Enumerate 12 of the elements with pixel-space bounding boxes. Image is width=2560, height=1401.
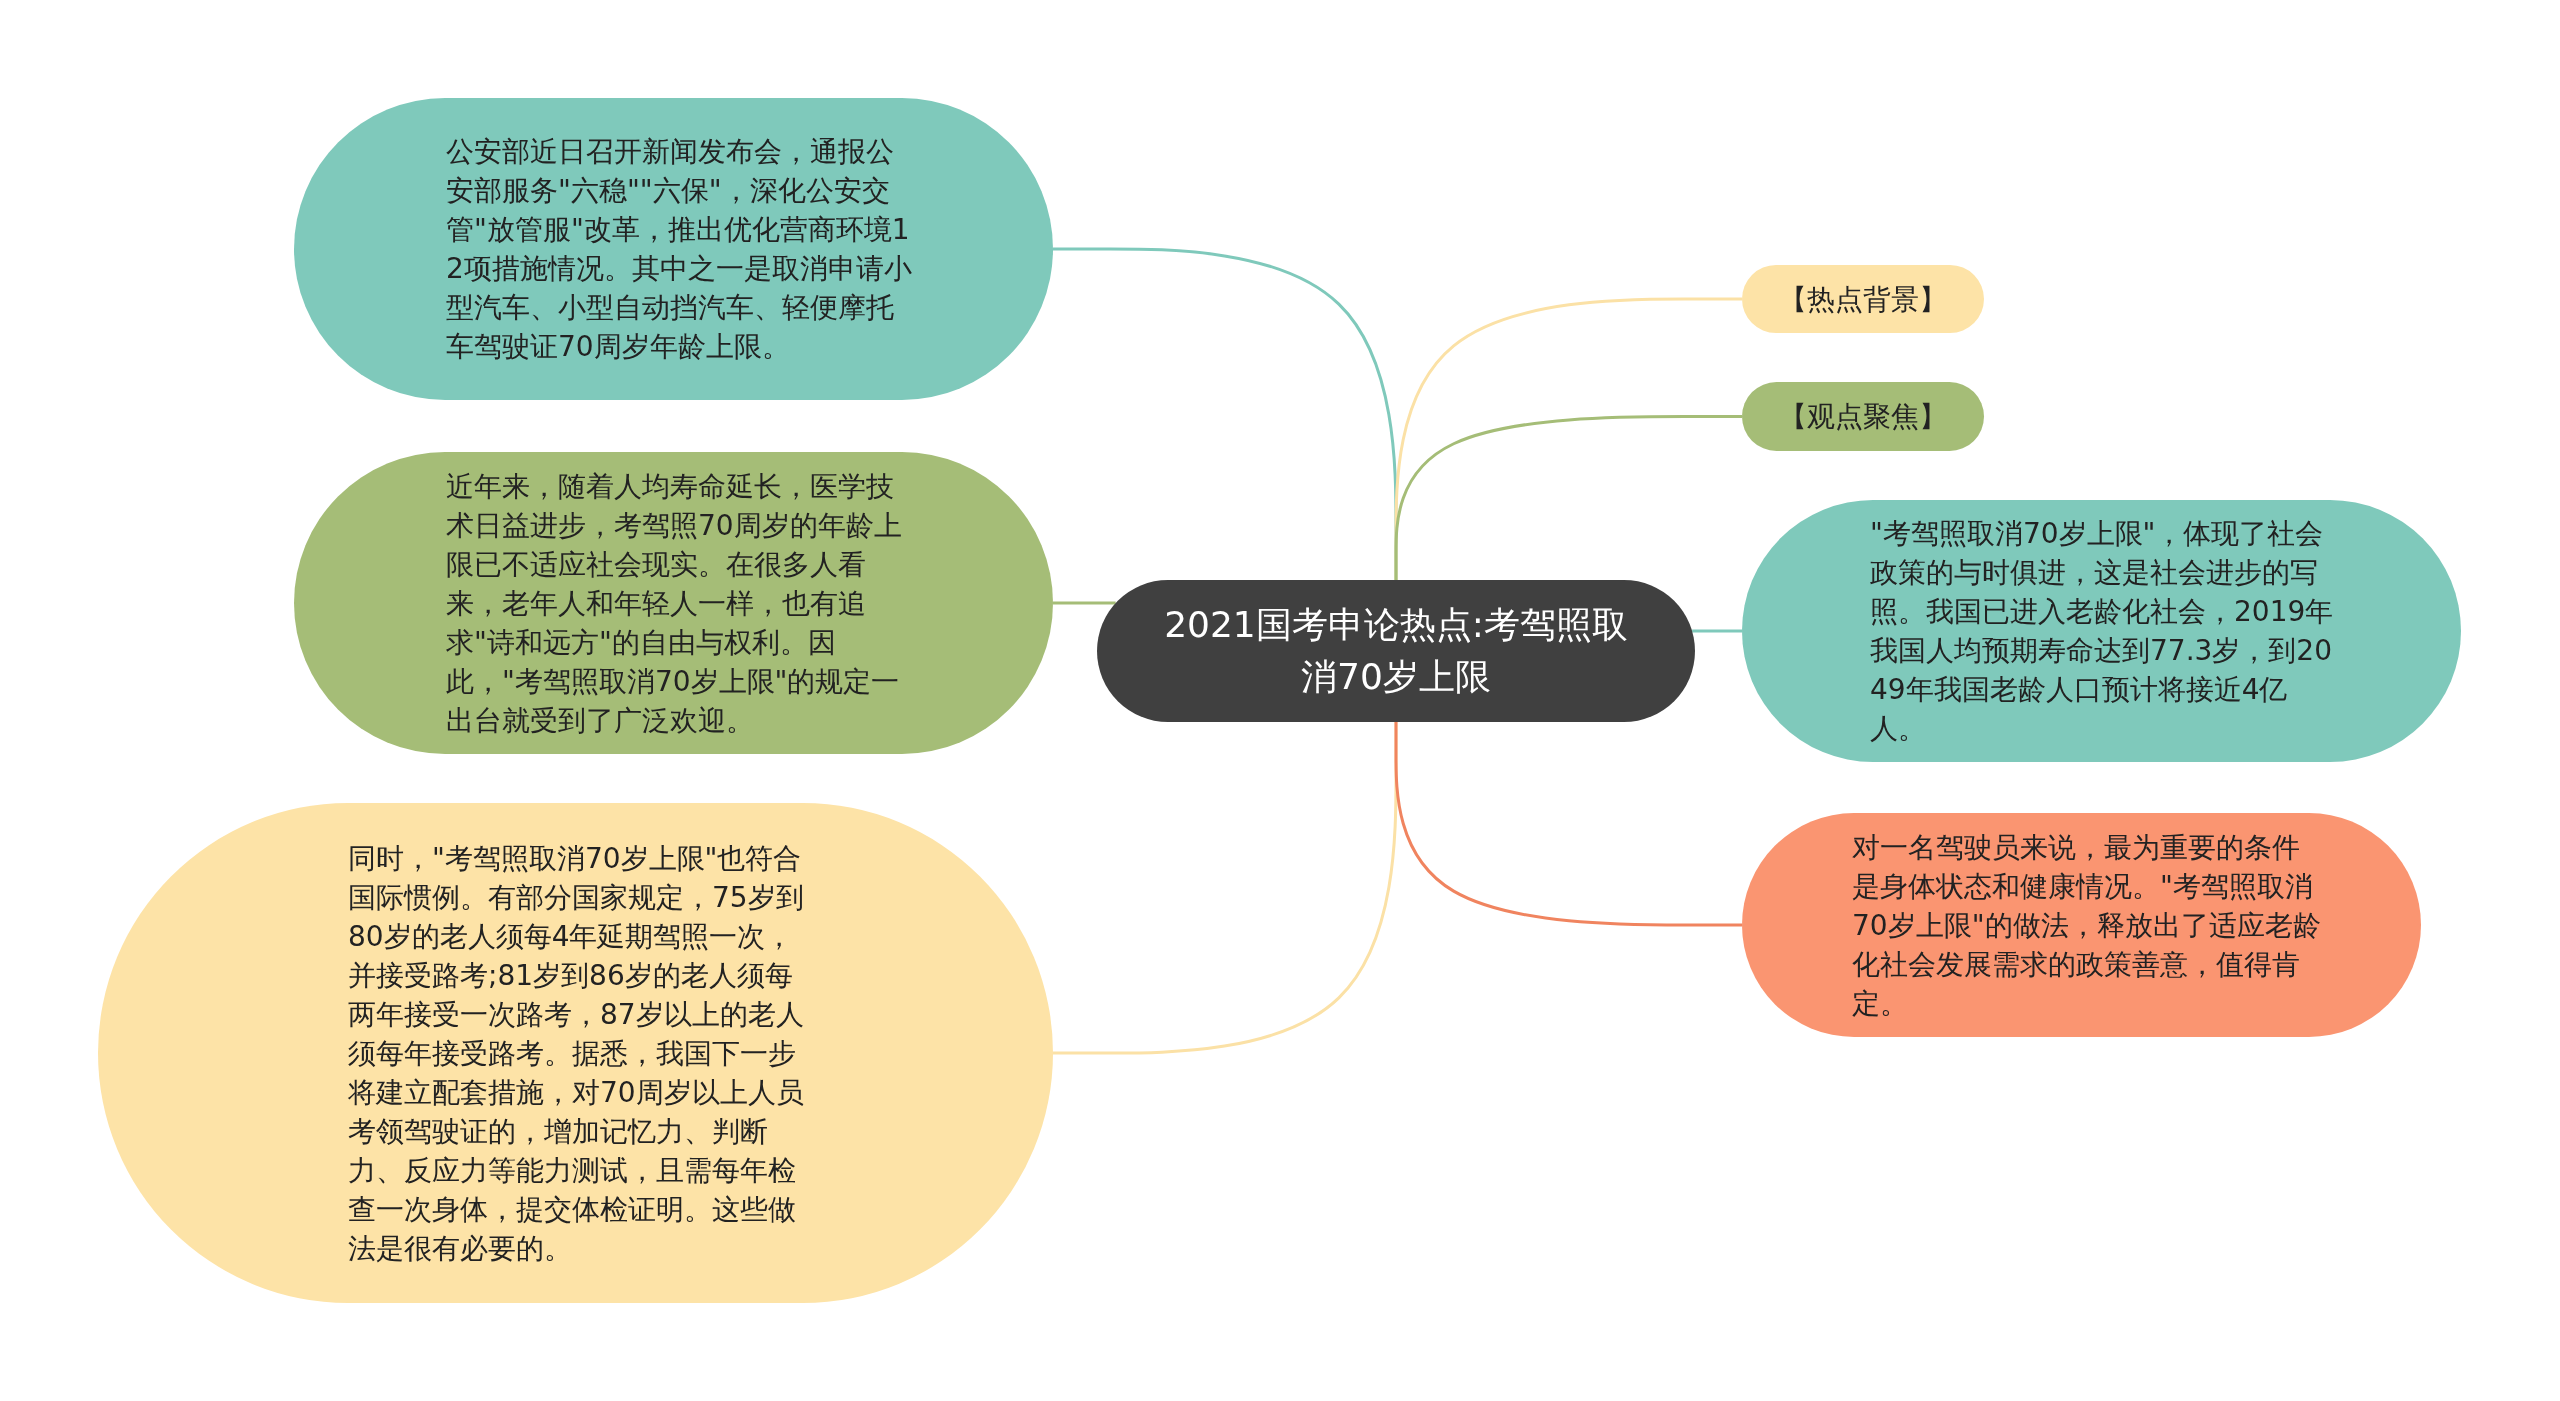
topic-text: 同时，"考驾照取消70岁上限"也符合国际惯例。有部分国家规定，75岁到80岁的老人须每4年延期驾照一次，并接受路考;81岁到86岁的老人须每两年接受一次路考，87岁以上的老人须每年接受路考。据悉，我国下一步将建立配套措施，对70周岁以上人员考领驾驶证的，增加记忆力、判断力、反应力等能力测试，且需每年检查一次身体，提交体检证明。这些做法是很有必要的。: [348, 840, 805, 1267]
topic-text: "考驾照取消70岁上限"，体现了社会政策的与时俱进，这是社会进步的写照。我国已进入老龄化社会，2019年我国人均预期寿命达到77.3岁，到2049年我国老龄人口预计将接近4亿人。: [1870, 516, 2335, 747]
topic-text: 【观点聚焦】: [1778, 399, 1948, 435]
connector-line: [1394, 722, 1742, 927]
connector-line: [1394, 415, 1742, 580]
topic-text: 公安部近日召开新闻发布会，通报公安部服务"六稳""六保"，深化公安交管"放管服"改革，推出优化营商环境12项措施情况。其中之一是取消申请小型汽车、小型自动挡汽车、轻便摩托车驾驶证70周岁年龄上限。: [446, 134, 913, 365]
topic-text: 近年来，随着人均寿命延长，医学技术日益进步，考驾照70周岁的年龄上限已不适应社会现实。在很多人看来，老年人和年轻人一样，也有追求"诗和远方"的自由与权利。因此，"考驾照取消70岁上限"的规定一出台就受到了广泛欢迎。: [446, 468, 903, 739]
topic-text: 对一名驾驶员来说，最为重要的条件是身体状态和健康情况。"考驾照取消70岁上限"的做法，释放出了适应老龄化社会发展需求的政策善意，值得肯定。: [1852, 829, 2322, 1022]
connector-line: [1053, 601, 1116, 605]
topic-text: 【热点背景】: [1778, 281, 1948, 318]
connector-line: [1692, 629, 1742, 633]
topic-text: 2021国考申论热点:考驾照取消70岁上限: [1163, 603, 1629, 699]
